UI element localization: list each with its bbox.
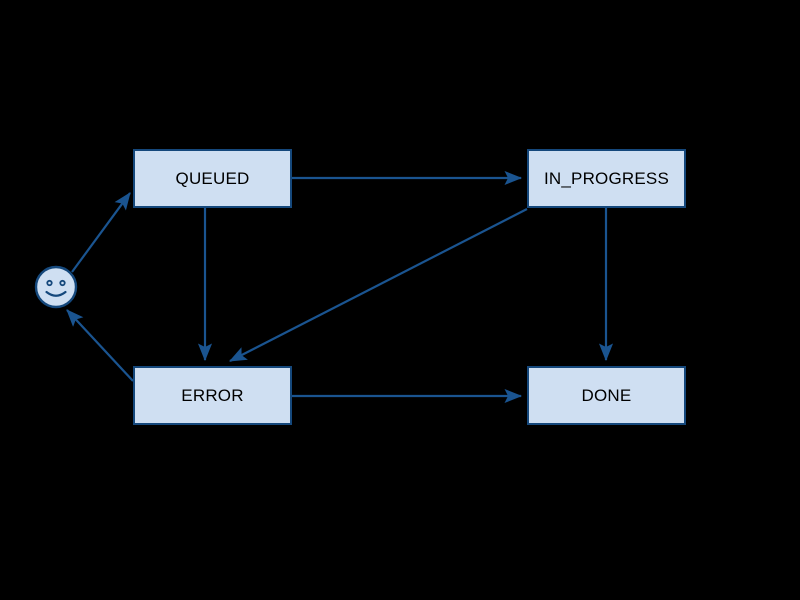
smiley-face-icon	[34, 265, 78, 309]
edge-error-to-start[interactable]	[66, 309, 134, 382]
state-label-error: ERROR	[181, 385, 244, 405]
state-node-error[interactable]: ERROR	[133, 366, 292, 425]
state-node-in-progress[interactable]: IN_PROGRESS	[527, 149, 686, 208]
start-node[interactable]	[34, 265, 78, 309]
edge-in-progress-to-error[interactable]	[229, 208, 528, 362]
edge-start-to-queued[interactable]	[71, 192, 131, 273]
state-node-done[interactable]: DONE	[527, 366, 686, 425]
state-node-queued[interactable]: QUEUED	[133, 149, 292, 208]
state-label-in-progress: IN_PROGRESS	[543, 168, 669, 188]
state-label-done: DONE	[581, 385, 632, 405]
state-label-queued: QUEUED	[175, 168, 250, 188]
